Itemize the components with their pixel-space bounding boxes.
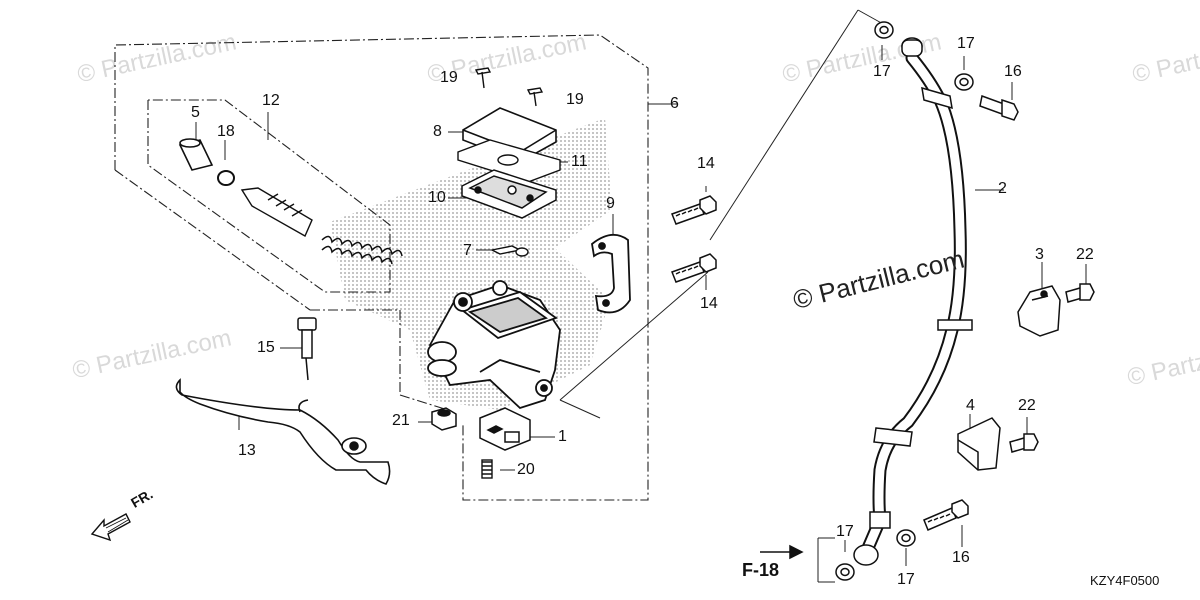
callout-6: 6 — [670, 95, 679, 112]
callout-19b: 19 — [566, 91, 584, 108]
callout-12: 12 — [262, 92, 280, 109]
callout-2: 2 — [998, 180, 1007, 197]
callout-21: 21 — [392, 412, 410, 429]
screw-19b — [526, 87, 544, 107]
group-12-outline — [147, 99, 391, 293]
callout-16b: 16 — [952, 549, 970, 566]
callout-17c: 17 — [836, 523, 854, 540]
lever-13 — [175, 378, 391, 485]
hose-fittings — [853, 37, 973, 566]
switch-1 — [479, 407, 531, 451]
clamp-9 — [591, 234, 631, 314]
callout-17a: 17 — [873, 63, 891, 80]
bolt-22b — [1009, 433, 1039, 453]
callout-8: 8 — [433, 123, 442, 140]
bolt-14b — [671, 253, 717, 283]
washer-17c — [835, 563, 855, 581]
plate-11 — [457, 139, 561, 183]
bolt-15 — [297, 317, 317, 381]
master-cylinder-body — [427, 280, 561, 410]
callout-14b: 14 — [700, 295, 718, 312]
callout-4: 4 — [966, 397, 975, 414]
clip-4 — [957, 417, 1001, 471]
bolt-16a — [979, 94, 1019, 121]
brake-hose-2 — [861, 51, 967, 555]
callout-17b: 17 — [957, 35, 975, 52]
circlip-18 — [217, 170, 235, 186]
callout-14a: 14 — [697, 155, 715, 172]
callout-18: 18 — [217, 123, 235, 140]
callout-22a: 22 — [1076, 246, 1094, 263]
page-reference: F-18 — [742, 560, 780, 580]
callout-11: 11 — [571, 153, 588, 170]
callout-22b: 22 — [1018, 397, 1036, 414]
washer-17d — [896, 529, 916, 547]
bolt-16b — [923, 499, 969, 531]
callout-1: 1 — [558, 428, 567, 445]
callout-5: 5 — [191, 104, 200, 121]
diaphragm-10 — [461, 169, 557, 219]
callout-16a: 16 — [1004, 63, 1022, 80]
bolt-22a — [1065, 283, 1095, 303]
callout-19a: 19 — [440, 69, 458, 86]
screw-19a — [474, 67, 492, 89]
washer-17b — [954, 73, 974, 91]
front-direction-arrow — [90, 513, 131, 542]
nut-21 — [431, 407, 457, 431]
boot-5 — [178, 138, 214, 171]
callout-20: 20 — [517, 461, 535, 478]
piston — [240, 187, 313, 237]
callout-7: 7 — [463, 242, 472, 259]
callout-3: 3 — [1035, 246, 1044, 263]
page-ref-arrow — [760, 544, 804, 560]
callout-13: 13 — [238, 442, 256, 459]
spring — [321, 235, 403, 265]
bolt-14a — [671, 195, 717, 225]
callout-15: 15 — [257, 339, 275, 356]
pin-7 — [489, 245, 529, 257]
callout-10: 10 — [428, 189, 446, 206]
callout-17d: 17 — [897, 571, 915, 588]
diagram-code: KZY4F0500 — [1090, 573, 1160, 588]
group-6-outline — [114, 34, 649, 501]
washer-17a — [874, 21, 894, 39]
screw-20 — [481, 459, 493, 479]
clip-3 — [1017, 285, 1061, 337]
callout-9: 9 — [606, 195, 615, 212]
